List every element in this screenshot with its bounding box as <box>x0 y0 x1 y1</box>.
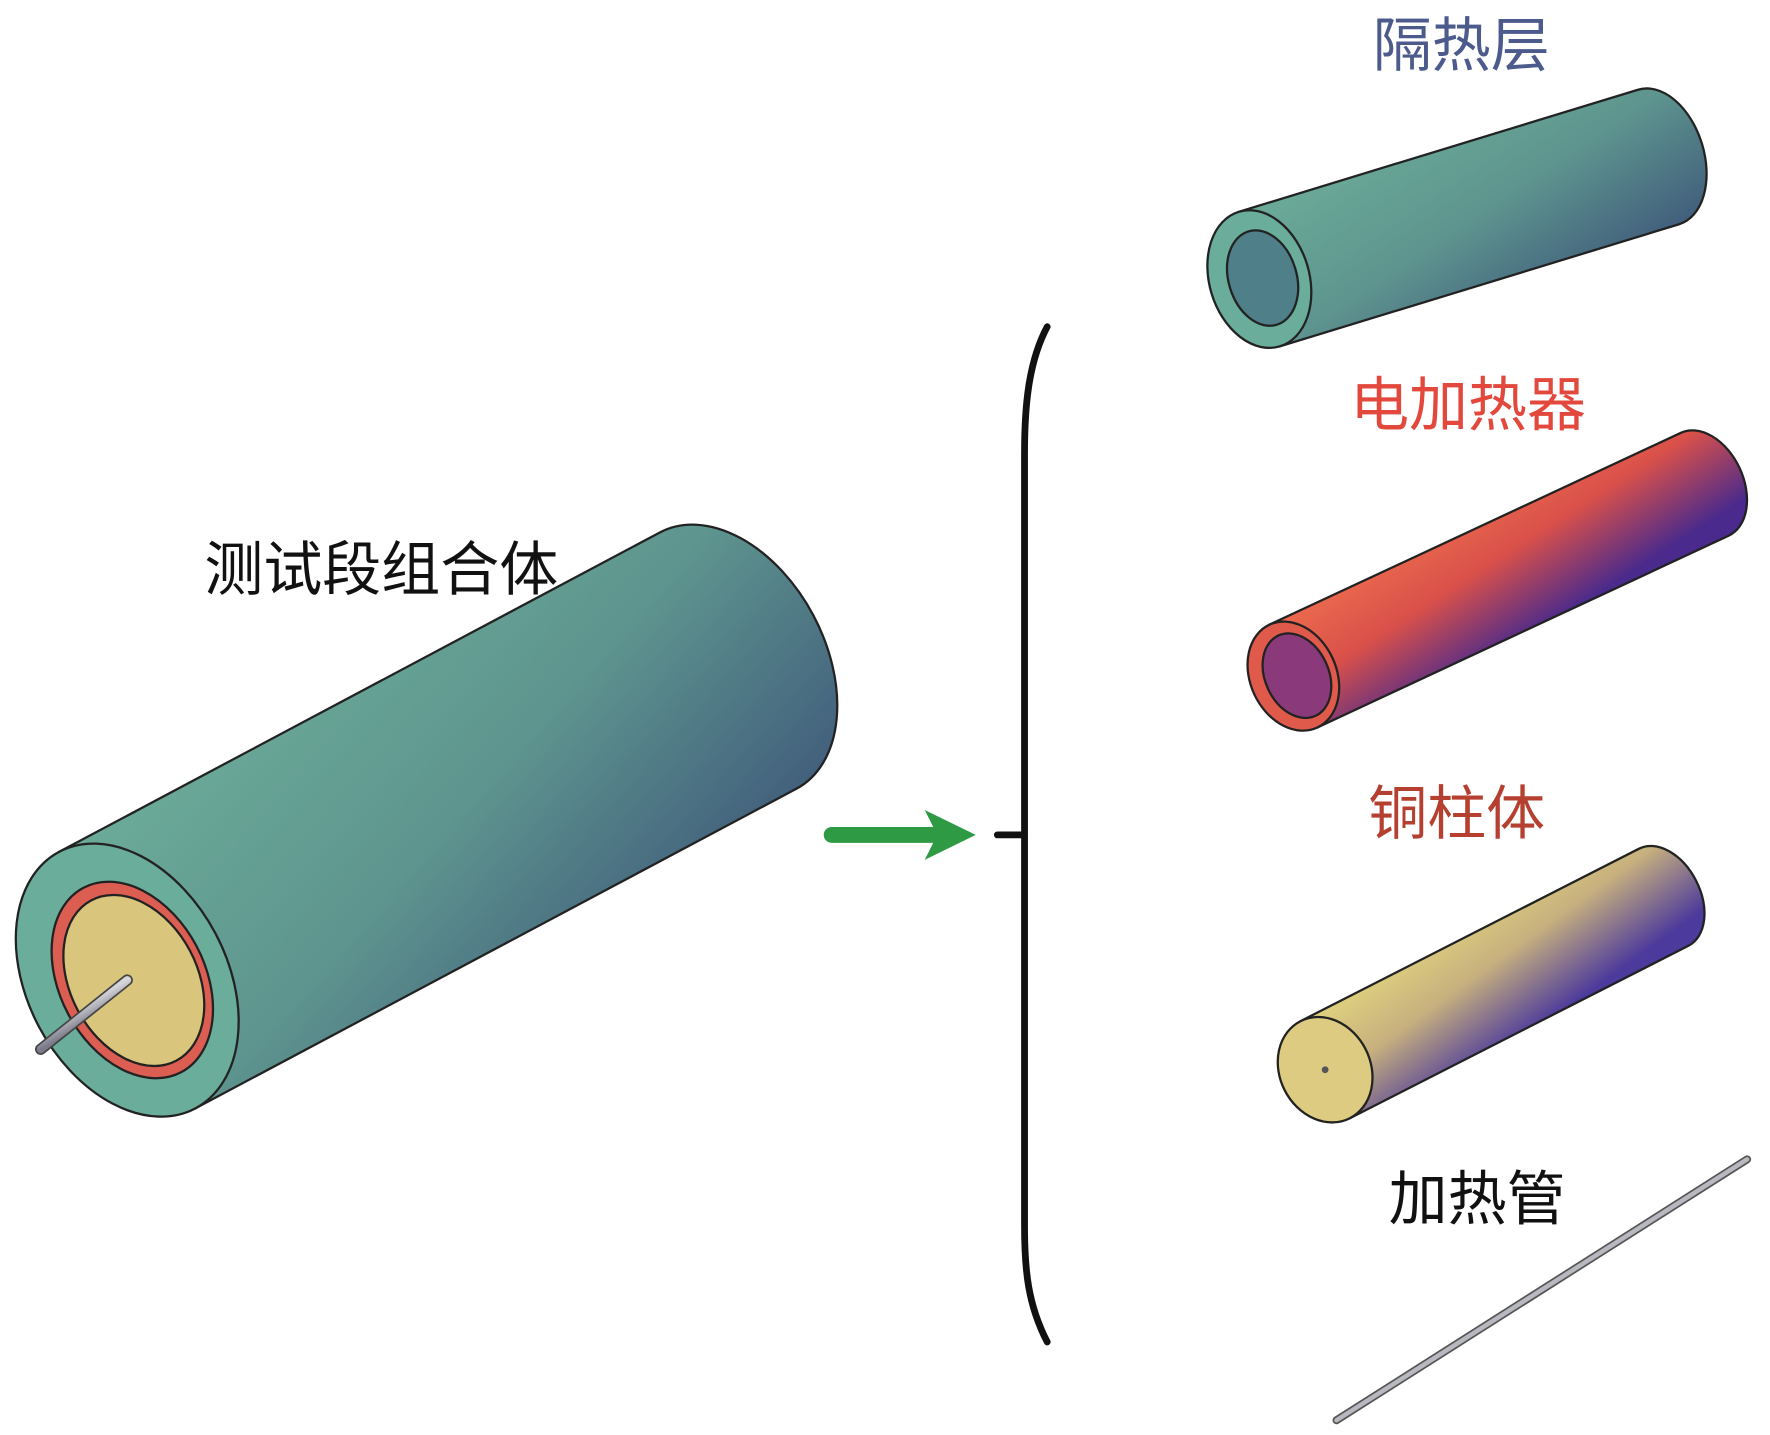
heater-label: 电加热器 <box>1350 370 1586 439</box>
assembly-body <box>57 523 839 1110</box>
center-hole <box>1321 1066 1329 1074</box>
insulation-tube <box>1206 87 1708 350</box>
copper-core-face <box>62 893 206 1068</box>
copper-cylinder <box>1276 844 1706 1124</box>
heating-tube <box>1332 1155 1752 1425</box>
heating-tube-stub <box>36 976 132 1054</box>
arrow-icon <box>823 809 976 860</box>
heating-tube-label: 加热管 <box>1389 1164 1566 1233</box>
insulation-label: 隔热层 <box>1373 11 1550 80</box>
copper-label: 铜柱体 <box>1368 779 1545 848</box>
brace <box>993 323 1051 1346</box>
assembly-cylinder <box>14 523 839 1118</box>
heater-tube <box>1246 429 1749 732</box>
assembly-label: 测试段组合体 <box>204 535 558 604</box>
